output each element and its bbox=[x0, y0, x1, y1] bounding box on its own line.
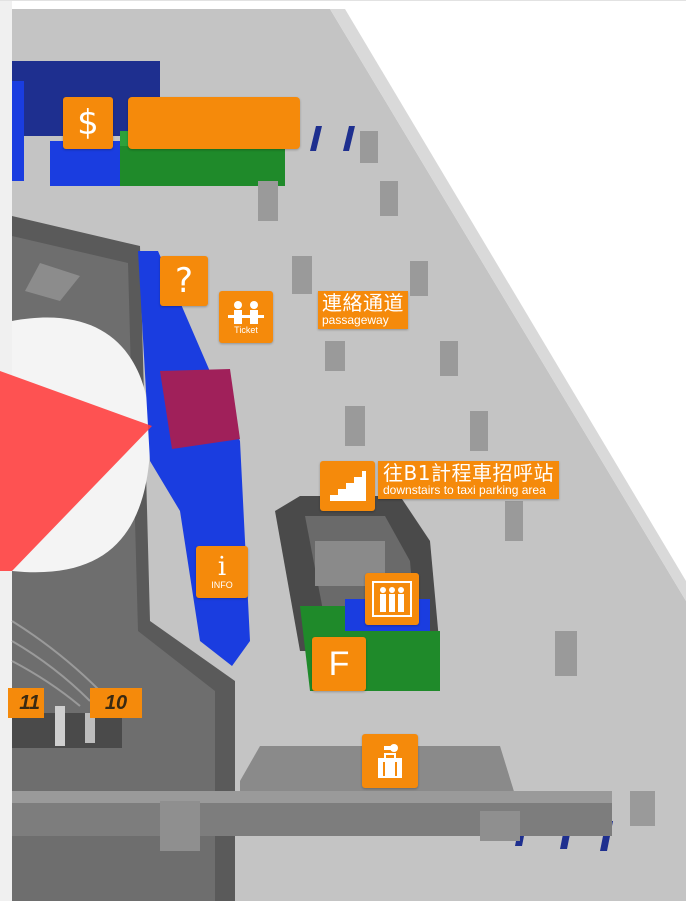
info-label: INFO bbox=[211, 580, 233, 590]
currency-exchange-sign[interactable]: $ bbox=[63, 97, 113, 149]
left-wall-blue bbox=[12, 81, 24, 181]
bottom-block bbox=[160, 801, 200, 851]
elevator-icon bbox=[372, 581, 412, 617]
currency-exchange-banner bbox=[128, 97, 300, 149]
hall-inner-light bbox=[25, 263, 80, 301]
baggage-storage-sign[interactable] bbox=[362, 734, 418, 788]
floor-f-sign[interactable]: F bbox=[312, 637, 366, 691]
taxi-direction-zh: 往B1計程車招呼站 bbox=[383, 461, 554, 485]
ticket-people-icon bbox=[228, 301, 264, 324]
elevator-sign[interactable] bbox=[365, 573, 419, 625]
passageway-zh: 連絡通道 bbox=[322, 291, 404, 315]
ticket-label: Ticket bbox=[234, 325, 258, 335]
baggage-storage-icon bbox=[378, 744, 402, 778]
info-icon: i bbox=[217, 552, 227, 582]
gate-11-label[interactable]: 11 bbox=[8, 688, 44, 718]
gate-post bbox=[55, 706, 65, 746]
info-desk-sign[interactable]: i INFO bbox=[196, 546, 248, 598]
floor-edge-shadow bbox=[330, 9, 686, 601]
gate-base-left bbox=[12, 713, 122, 748]
help-desk-sign[interactable]: ? bbox=[160, 256, 208, 306]
taxi-direction-label: 往B1計程車招呼站 downstairs to taxi parking are… bbox=[378, 461, 559, 499]
stairs-sign[interactable] bbox=[320, 461, 375, 511]
dollar-sign-icon: $ bbox=[77, 103, 99, 143]
stairs-icon bbox=[329, 471, 366, 501]
ticket-counter-sign[interactable]: Ticket bbox=[219, 291, 273, 343]
bottom-block-right bbox=[480, 811, 520, 841]
floor-letter: F bbox=[328, 644, 350, 683]
bottom-wall-top bbox=[12, 791, 612, 803]
ring-counter-magenta bbox=[160, 369, 240, 449]
passageway-en: passageway bbox=[322, 313, 389, 327]
passageway-label: 連絡通道 passageway bbox=[318, 291, 408, 329]
question-mark-icon: ? bbox=[174, 261, 194, 301]
current-location-marker-icon bbox=[0, 371, 152, 571]
taxi-direction-en: downstairs to taxi parking area bbox=[383, 483, 546, 497]
gate-10-label[interactable]: 10 bbox=[90, 688, 142, 718]
gate-post-2 bbox=[85, 713, 95, 743]
stair-green-right bbox=[345, 631, 440, 691]
bottom-long-wall bbox=[12, 801, 612, 836]
gate-lanes bbox=[11, 620, 101, 707]
pillars bbox=[258, 131, 655, 826]
